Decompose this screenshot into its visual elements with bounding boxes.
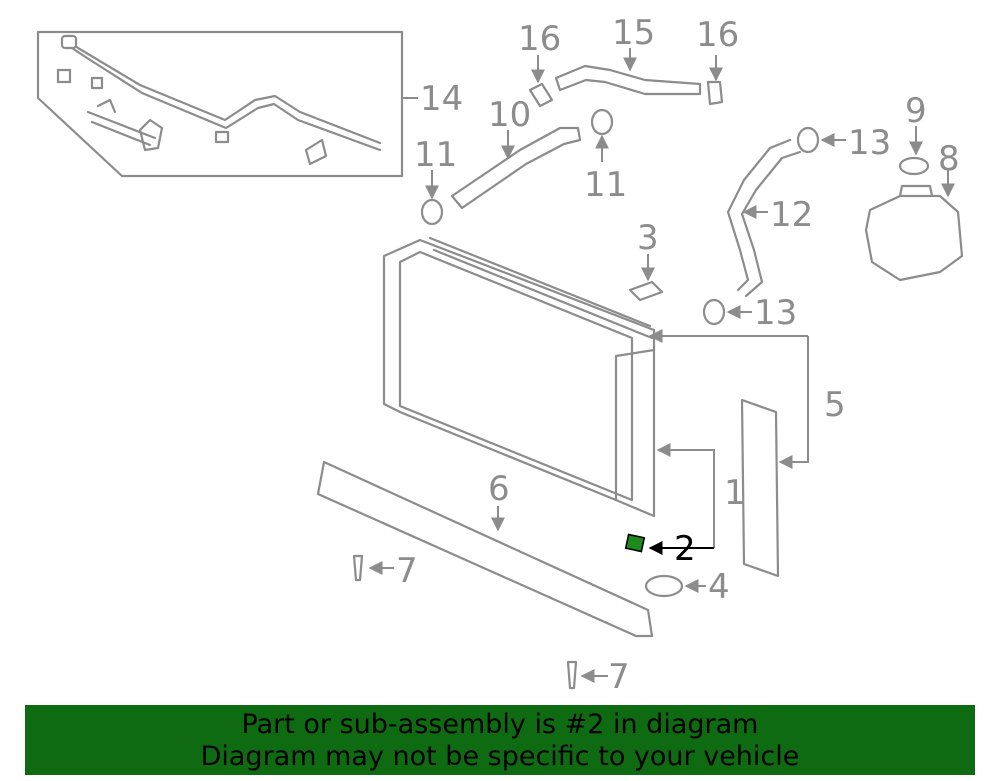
part-8-reservoir — [864, 184, 964, 282]
callout-16-right: 16 — [696, 15, 739, 55]
callout-15: 15 — [612, 13, 655, 53]
part-11-clamp-left — [420, 198, 444, 226]
callout-4: 4 — [708, 567, 730, 607]
callout-14: 14 — [420, 79, 463, 119]
part-5-side-seal — [740, 398, 780, 578]
callout-11-right: 11 — [584, 165, 627, 205]
part-7-pin-top — [352, 554, 364, 582]
part-7-pin-bottom — [566, 660, 578, 690]
part-1-radiator — [382, 236, 656, 518]
callout-8: 8 — [938, 139, 960, 179]
callout-2: 2 — [674, 529, 696, 569]
part-13-clamp-bottom — [702, 298, 726, 326]
callout-9: 9 — [905, 91, 927, 131]
part-14-pipe-assembly — [36, 30, 404, 178]
part-13-clamp-top — [796, 126, 820, 154]
callout-3: 3 — [637, 218, 659, 258]
part-3-grommet — [628, 280, 664, 302]
part-9-cap — [898, 156, 930, 176]
parts-diagram: 1 2 3 4 5 6 7 7 8 9 10 11 11 12 13 13 14… — [36, 13, 964, 697]
info-banner: Part or sub-assembly is #2 in diagram Di… — [25, 705, 975, 775]
part-15-hose — [554, 64, 702, 96]
callout-13-bottom: 13 — [754, 293, 797, 333]
part-12-hose — [726, 138, 802, 298]
part-2-bracket — [624, 533, 646, 553]
part-10-hose — [450, 126, 582, 210]
callout-16-left: 16 — [518, 19, 561, 59]
part-16-clamp-right — [706, 80, 724, 106]
callout-12: 12 — [770, 195, 813, 235]
callout-10: 10 — [488, 95, 531, 135]
callout-11-left: 11 — [414, 135, 457, 175]
banner-line-1: Part or sub-assembly is #2 in diagram — [241, 709, 759, 740]
callout-7-bottom: 7 — [608, 657, 630, 697]
banner-line-2: Diagram may not be specific to your vehi… — [200, 741, 800, 772]
part-6-air-deflector — [316, 460, 654, 638]
part-11-clamp-right — [590, 108, 614, 136]
callout-7-top: 7 — [396, 551, 418, 591]
part-4-grommet — [644, 574, 684, 598]
callout-6: 6 — [488, 469, 510, 509]
part-16-clamp-left — [528, 82, 554, 108]
callout-1: 1 — [724, 473, 746, 513]
callout-13-top: 13 — [848, 123, 891, 163]
callout-5: 5 — [824, 385, 846, 425]
